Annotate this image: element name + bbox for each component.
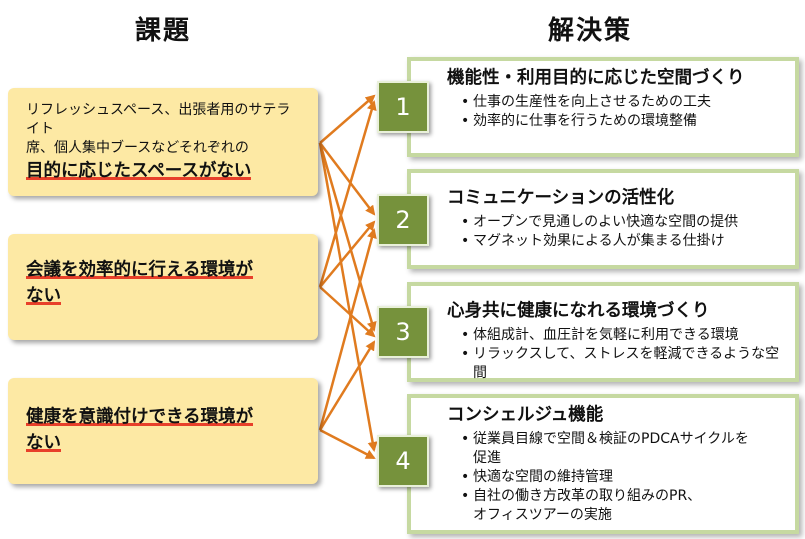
issue-box-3: 健康を意識付けできる環境が ない (8, 378, 318, 484)
issue-box-1: リフレッシュスペース、出張者用のサテライト 席、個人集中ブースなどそれぞれの 目… (8, 88, 318, 196)
issues-heading: 課題 (135, 16, 192, 46)
solution-box-1: 機能性・利用目的に応じた空間づくり 仕事の生産性を向上させるための工夫 効率的に… (407, 57, 799, 157)
issue-box-2: 会議を効率的に行える環境が ない (8, 234, 318, 340)
arrow-issue3-sol3 (318, 340, 376, 431)
solution-box-4: コンシェルジュ機能 従業員目線で空間＆検証のPDCAサイクルを 促進 快適な空間… (407, 394, 799, 534)
arrow-issue1-sol2 (319, 142, 376, 216)
solutions-heading: 解決策 (548, 16, 633, 46)
solution-4-bullet-2: 快適な空間の維持管理 (461, 468, 785, 487)
solution-box-3: 心身共に健康になれる環境づくり 体組成計、血圧計を気軽に利用できる環境 リラック… (407, 282, 799, 382)
arrow-issue3-sol2 (318, 228, 377, 431)
solution-2-bullet-2: マグネット効果による人が集まる仕掛け (461, 232, 785, 251)
solution-1-bullet-2: 効率的に仕事を行うための環境整備 (461, 112, 785, 131)
issue-1-sub-line-1: リフレッシュスペース、出張者用のサテライト (26, 102, 291, 137)
arrow-issue3-sol4 (319, 428, 376, 460)
solution-4-bullet-3: 自社の働き方改革の取り組みのPR、 オフィスツアーの実施 (461, 487, 785, 525)
issue-3-main-line-2: ない (26, 433, 61, 453)
solution-number-3: 3 (377, 306, 429, 358)
solution-4-title: コンシェルジュ機能 (447, 405, 604, 425)
issue-1-main: 目的に応じたスペースがない (26, 161, 252, 181)
solution-3-title: 心身共に健康になれる環境づくり (447, 301, 710, 321)
solution-number-4: 4 (377, 435, 429, 487)
solution-3-bullet-2: リラックスして、ストレスを軽減できるような空間 (461, 345, 785, 383)
solution-3-bullet-1: 体組成計、血圧計を気軽に利用できる環境 (461, 326, 785, 345)
solution-2-title: コミュニケーションの活性化 (447, 188, 675, 208)
arrow-issue2-sol2 (319, 220, 376, 288)
solution-number-2: 2 (377, 194, 429, 246)
arrow-issue1-sol4 (318, 142, 378, 452)
arrow-issue1-sol1 (319, 94, 376, 144)
solution-1-bullet-1: 仕事の生産性を向上させるための工夫 (461, 93, 785, 112)
arrow-issue2-sol1 (318, 100, 377, 288)
issue-2-main-line-1: 会議を効率的に行える環境が (26, 260, 253, 280)
arrow-issue1-sol3 (318, 142, 377, 332)
issue-1-sub-line-2: 席、個人集中ブースなどそれぞれの (26, 140, 249, 156)
issue-3-main-line-1: 健康を意識付けできる環境が (26, 407, 254, 427)
solution-number-1: 1 (377, 81, 429, 133)
solution-2-bullet-1: オープンで見通しのよい快適な空間の提供 (461, 213, 785, 232)
issue-2-main-line-2: ない (26, 286, 61, 306)
solution-4-bullet-1: 従業員目線で空間＆検証のPDCAサイクルを 促進 (461, 430, 785, 468)
solution-box-2: コミュニケーションの活性化 オープンで見通しのよい快適な空間の提供 マグネット効… (407, 169, 799, 269)
arrow-issue2-sol3 (319, 286, 376, 338)
solution-1-title: 機能性・利用目的に応じた空間づくり (447, 68, 745, 88)
